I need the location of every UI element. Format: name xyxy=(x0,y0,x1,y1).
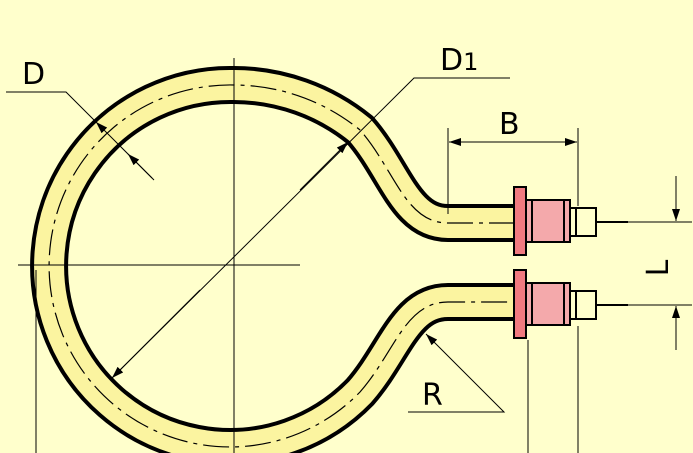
label-b: B xyxy=(499,107,520,142)
dimension-d1 xyxy=(111,77,510,379)
label-d1-subscript: 1 xyxy=(463,48,478,76)
lower-nut xyxy=(569,290,597,320)
label-d1-letter: D xyxy=(440,43,463,78)
upper-flange xyxy=(513,186,527,256)
center-lines xyxy=(18,58,300,453)
label-l: L xyxy=(641,259,676,276)
label-d: D xyxy=(22,57,45,92)
label-r: R xyxy=(422,378,443,413)
lower-flange xyxy=(513,269,527,339)
dimension-d xyxy=(6,91,155,181)
upper-nut xyxy=(569,207,597,237)
dimension-l xyxy=(600,176,692,350)
extension-lines xyxy=(35,270,579,453)
dimension-b xyxy=(447,128,579,214)
dimension-r xyxy=(408,333,506,413)
tube-centerline xyxy=(48,84,515,448)
label-d1: D1 xyxy=(440,43,478,78)
heating-tube xyxy=(30,65,515,453)
lower-fitting xyxy=(525,282,571,326)
